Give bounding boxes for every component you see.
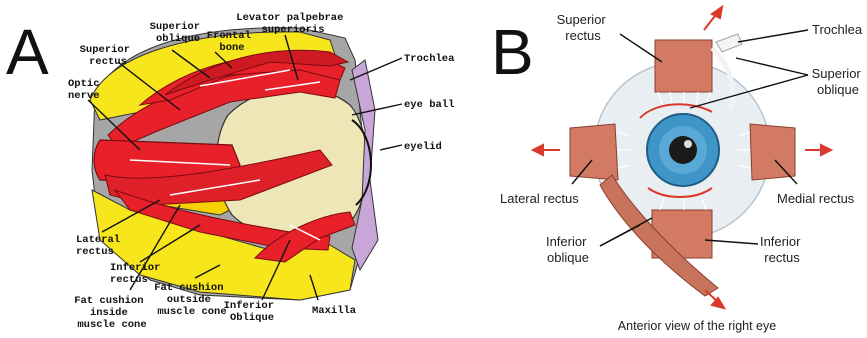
- pupil-highlight: [684, 140, 692, 148]
- label-a-maxilla: Maxilla: [312, 305, 357, 317]
- label-a-superior-oblique: Superior oblique: [150, 21, 207, 45]
- superior-rectus-b: [655, 40, 712, 92]
- trochlea-b: [716, 34, 742, 52]
- label-b-lateral-rectus: Lateral rectus: [500, 191, 579, 206]
- label-b-superior-rectus: Superior rectus: [557, 12, 610, 43]
- label-b-inferior-oblique: Inferior oblique: [546, 234, 590, 265]
- label-b-medial-rectus: Medial rectus: [777, 191, 855, 206]
- panel-a-illustration: Superior oblique Frontal bone Levator pa…: [68, 12, 455, 331]
- pupil: [669, 136, 697, 164]
- label-a-fat-inside: Fat cushion inside muscle cone: [74, 295, 150, 331]
- label-a-eyelid: eyelid: [404, 141, 442, 153]
- label-b-inferior-rectus: Inferior rectus: [760, 234, 804, 265]
- medial-rectus-b: [750, 124, 795, 180]
- panel-b-illustration: Superior rectus Trochlea Superior obliqu…: [500, 7, 864, 333]
- label-a-eye-ball: eye ball: [404, 99, 454, 111]
- label-a-trochlea: Trochlea: [404, 53, 455, 65]
- label-a-fat-outside: Fat cushion outside muscle cone: [154, 282, 230, 318]
- label-b-trochlea: Trochlea: [812, 22, 863, 37]
- label-b-superior-oblique: Superior oblique: [812, 66, 865, 97]
- panel-b-caption: Anterior view of the right eye: [618, 319, 776, 333]
- label-a-inferior-oblique: Inferior Oblique: [224, 300, 281, 324]
- lateral-rectus-b: [570, 124, 618, 180]
